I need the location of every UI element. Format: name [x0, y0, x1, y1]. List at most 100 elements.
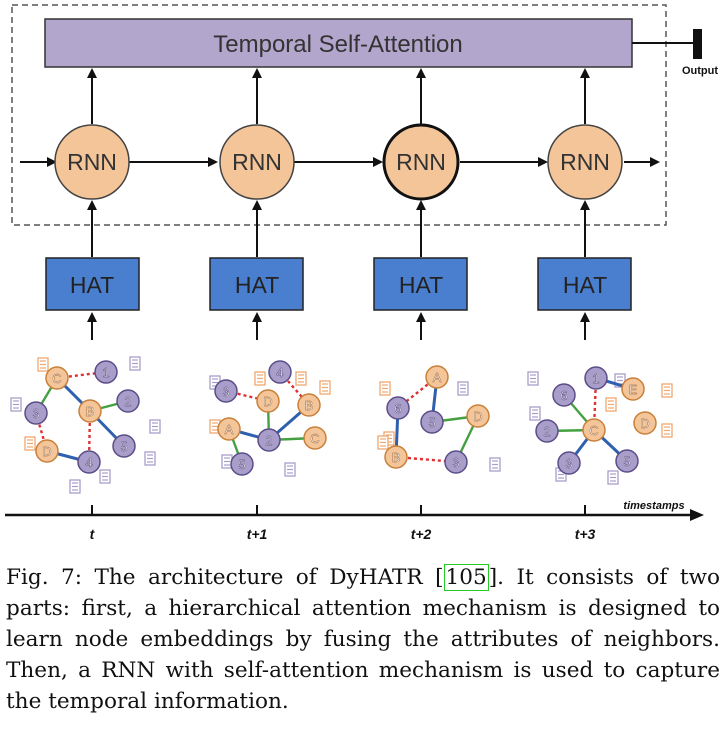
attribute-icon [489, 457, 501, 472]
graph-snapshot: C 1 3 B 2D 5 4 [10, 356, 161, 494]
graph-node [466, 404, 490, 428]
graph-node-label: 2 [124, 394, 131, 409]
graph-node [77, 450, 101, 474]
caption-prefix: Fig. 7: The architecture of DyHATR [ [6, 565, 444, 590]
timestamps-label: timestamps [623, 500, 684, 512]
attribute-icon [144, 451, 156, 466]
graph-node-label: 2 [543, 424, 550, 439]
graph-node [78, 399, 102, 423]
caption-suffix: ]. It consists of two parts: first, a hi… [6, 565, 721, 714]
graph-node [584, 366, 608, 390]
graph-node [535, 419, 559, 443]
attribute-icon [379, 381, 391, 396]
dyhatr-architecture-diagram: Temporal Self-Attention Output RNN HAT R… [5, 4, 718, 542]
output-label: Output [682, 65, 718, 77]
graph-node-label: A [433, 370, 442, 385]
graph-node-label: 5 [238, 457, 245, 472]
graph-node-label: 5 [120, 439, 127, 454]
time-label-t1: t+1 [247, 526, 268, 542]
attribute-icon [129, 356, 141, 371]
hat-label: HAT [70, 272, 114, 298]
attribute-icon [527, 371, 539, 386]
citation-link[interactable]: 105 [443, 564, 489, 591]
attribute-icon [661, 383, 673, 398]
graph-node [94, 360, 118, 384]
graph-node [552, 383, 576, 407]
graph-node [386, 396, 410, 420]
temporal-self-attention-label: Temporal Self-Attention [213, 31, 462, 58]
rnn-label: RNN [232, 149, 282, 175]
graph-node [35, 439, 59, 463]
graph-node-label: B [86, 404, 95, 419]
graph-node-label: B [305, 398, 314, 413]
attribute-icon [605, 397, 617, 412]
graph-node-label: E [629, 382, 638, 397]
graph-node-label: 1 [592, 371, 599, 386]
graph-snapshot: A 6 5 D B 3 [377, 365, 501, 474]
graph-node-label: 1 [102, 365, 109, 380]
hat-label: HAT [235, 272, 279, 298]
graph-node [582, 418, 606, 442]
graph-node [557, 451, 581, 475]
graph-node-label: 2 [265, 433, 272, 448]
graph-node [257, 428, 281, 452]
attribute-icon [319, 380, 331, 395]
attribute-icon [295, 371, 307, 386]
attribute-icon [149, 419, 161, 434]
graph-node [268, 360, 292, 384]
rnn-label: RNN [560, 149, 610, 175]
attribute-icon [377, 435, 389, 450]
attribute-icon [10, 397, 22, 412]
graph-node-label: 3 [32, 406, 39, 421]
attribute-icon [254, 371, 266, 386]
rnn-node [382, 123, 460, 201]
attribute-icon [284, 462, 296, 477]
graph-node-label: D [42, 444, 51, 459]
graph-node [214, 379, 238, 403]
graph-node [45, 366, 69, 390]
time-label-t: t [90, 526, 96, 542]
attribute-icon [457, 381, 469, 396]
hat-block [209, 257, 304, 311]
attribute-icon [24, 436, 36, 451]
graph-node [303, 426, 327, 450]
hat-label: HAT [563, 272, 607, 298]
graph-node-label: 3 [452, 455, 459, 470]
graph-node-label: 3 [222, 384, 229, 399]
graph-node [217, 417, 241, 441]
graph-node-label: 6 [394, 401, 401, 416]
graph-node [615, 449, 639, 473]
hat-block [45, 257, 140, 311]
graph-node-label: 6 [560, 388, 567, 403]
graph-node [633, 411, 657, 435]
graph-node-label: B [392, 450, 401, 465]
graph-node-label: C [52, 371, 61, 386]
hat-label: HAT [399, 272, 443, 298]
graph-node [230, 452, 254, 476]
graph-node [112, 434, 136, 458]
graph-node [256, 389, 280, 413]
graph-node-label: 5 [428, 415, 435, 430]
temporal-module-boundary [11, 4, 667, 226]
attribute-icon [529, 406, 541, 421]
rnn-label: RNN [67, 149, 117, 175]
graph-node [116, 389, 140, 413]
attribute-icon [221, 454, 233, 469]
graph-node-label: 4 [85, 455, 92, 470]
graph-node-label: 4 [276, 365, 283, 380]
graph-node-label: D [473, 409, 482, 424]
figure-caption: Fig. 7: The architecture of DyHATR [105]… [6, 562, 720, 717]
attribute-icon [69, 479, 81, 494]
graph-node [384, 445, 408, 469]
graph-node [444, 450, 468, 474]
rnn-node [547, 124, 623, 200]
timeline-arrowhead [690, 509, 704, 521]
graph-node [297, 393, 321, 417]
graph-node-label: D [640, 416, 649, 431]
temporal-self-attention-block [44, 18, 633, 68]
graph-node [420, 410, 444, 434]
rnn-node [54, 124, 130, 200]
